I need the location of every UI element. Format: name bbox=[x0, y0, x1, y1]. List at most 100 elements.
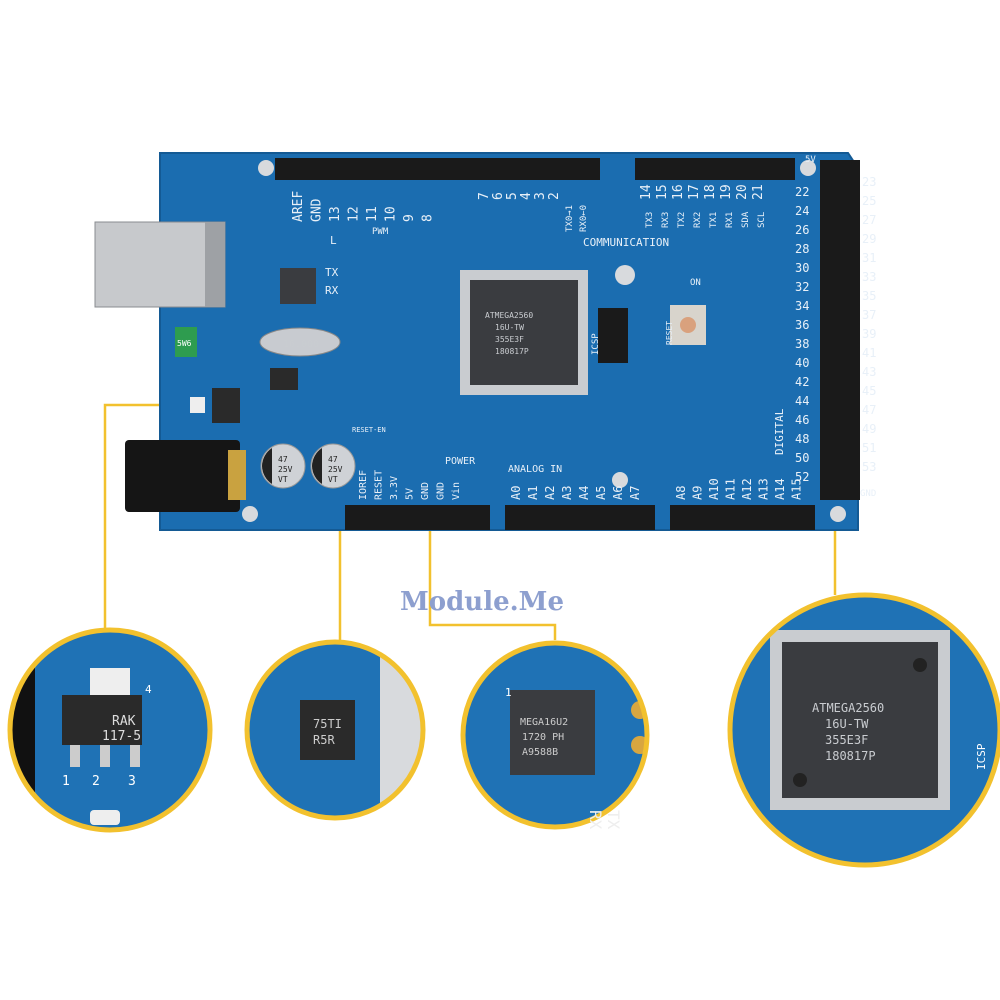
pin-label: 34 bbox=[795, 299, 809, 313]
callout-text: TX bbox=[604, 810, 623, 830]
pin-label: RX2 bbox=[693, 212, 703, 228]
pin-number: 3 bbox=[128, 774, 136, 789]
pin-label: 20 bbox=[735, 184, 750, 200]
callout-regulator: RAK 117-5 1 2 3 4 bbox=[7, 627, 213, 833]
pin-label: 10 bbox=[384, 206, 399, 222]
callout-text: ICSP bbox=[975, 743, 988, 770]
pin-label: 46 bbox=[795, 413, 809, 427]
pin-label: A12 bbox=[740, 478, 754, 500]
pin-label: 11 bbox=[365, 206, 380, 222]
pin-number: 1 bbox=[62, 774, 70, 789]
pin-label: 3.3V bbox=[389, 476, 400, 500]
callout-ldo: 75TI R5R bbox=[244, 639, 426, 821]
pin-label: RESET bbox=[374, 470, 385, 500]
pin-label: A9 bbox=[691, 486, 705, 500]
callout-text: 75TI bbox=[313, 717, 342, 731]
pin-label: 17 bbox=[687, 184, 702, 200]
callout-text: R5R bbox=[313, 733, 335, 747]
voltage-regulator bbox=[212, 388, 240, 423]
pin-label: Vin bbox=[451, 482, 462, 500]
pin-label: 33 bbox=[862, 270, 876, 284]
pin-label: A13 bbox=[757, 478, 771, 500]
pin-label: A3 bbox=[560, 486, 574, 500]
silkscreen-label: TX bbox=[325, 266, 339, 279]
pin-number: 2 bbox=[92, 774, 100, 789]
silkscreen-label: RESET bbox=[665, 321, 674, 345]
callout-main-chip: ATMEGA2560 16U-TW 355E3F 180817P ICSP bbox=[727, 592, 1000, 868]
pin-label: A14 bbox=[773, 478, 787, 500]
pin-label: 2 bbox=[547, 192, 562, 200]
pin-label: SDA bbox=[741, 211, 751, 228]
usb-chip bbox=[280, 268, 316, 304]
silkscreen-label: ICSP bbox=[591, 333, 601, 355]
pin-label: 9 bbox=[402, 214, 417, 222]
callout-text: 1720 PH bbox=[522, 732, 564, 743]
silkscreen-label: RX bbox=[325, 284, 339, 297]
callout-text: 16U-TW bbox=[825, 717, 869, 731]
chip-label: 355E3F bbox=[495, 335, 524, 344]
pin-label: 41 bbox=[862, 346, 876, 360]
pin-label: 30 bbox=[795, 261, 809, 275]
pin-label: RX0←0 bbox=[579, 205, 589, 232]
pin-label: 5V bbox=[805, 155, 816, 165]
pin-label: TX1 bbox=[709, 212, 719, 228]
pin-label: TX3 bbox=[645, 212, 655, 228]
pin-label: 3 bbox=[533, 192, 548, 200]
crystal-label: 16.000 bbox=[283, 339, 319, 350]
capacitor-label: VT bbox=[278, 475, 288, 484]
pin-label: A1 bbox=[526, 486, 540, 500]
pin-label: GND bbox=[420, 482, 431, 500]
pin-label: 50 bbox=[795, 451, 809, 465]
pin-label: TX2 bbox=[677, 212, 687, 228]
pin-label: AREF bbox=[291, 191, 306, 222]
pin-label: 6 bbox=[491, 192, 506, 200]
pin-label: A2 bbox=[543, 486, 557, 500]
pin-label: TX0→1 bbox=[565, 205, 575, 232]
pin-label: 37 bbox=[862, 308, 876, 322]
callout-text: A9588B bbox=[522, 747, 558, 758]
silkscreen-label: COMMUNICATION bbox=[583, 236, 669, 249]
pin-label: 45 bbox=[862, 384, 876, 398]
callout-text: ATMEGA2560 bbox=[812, 701, 884, 715]
pin-label: 15 bbox=[655, 184, 670, 200]
pin-label: GND bbox=[310, 198, 325, 222]
pin-label: 5V bbox=[405, 488, 416, 500]
pin-label: 24 bbox=[795, 204, 809, 218]
pin-label: A0 bbox=[509, 486, 523, 500]
pin-label: SCL bbox=[757, 212, 767, 228]
callout-text: RAK bbox=[112, 714, 136, 729]
pin-label: A8 bbox=[674, 486, 688, 500]
silkscreen-label: ON bbox=[690, 278, 701, 288]
pin-label: 18 bbox=[703, 184, 718, 200]
pin-label: 29 bbox=[862, 232, 876, 246]
pin-label: 36 bbox=[795, 318, 809, 332]
pin-label: 39 bbox=[862, 327, 876, 341]
pin-label: 21 bbox=[751, 184, 766, 200]
pin-label: 14 bbox=[639, 184, 654, 200]
power-jack bbox=[125, 440, 240, 512]
pin-label: GND bbox=[860, 489, 876, 499]
pin-label: 51 bbox=[862, 441, 876, 455]
pin-label: A15 bbox=[790, 478, 804, 500]
callout-text: RX bbox=[586, 810, 605, 830]
pin-number: 1 bbox=[505, 686, 512, 699]
pin-label: 25 bbox=[862, 194, 876, 208]
pin-label: 49 bbox=[862, 422, 876, 436]
pin-label: A11 bbox=[724, 478, 738, 500]
silkscreen-label: POWER bbox=[445, 456, 476, 467]
fuse bbox=[175, 327, 197, 357]
pin-label: A7 bbox=[628, 486, 642, 500]
pin-label: 5 bbox=[505, 192, 520, 200]
icsp-header bbox=[598, 308, 628, 363]
capacitor-label: VT bbox=[328, 475, 338, 484]
callout-text: 117-5 bbox=[102, 729, 141, 744]
pin-label: RX3 bbox=[661, 212, 671, 228]
capacitor-label: 47 bbox=[278, 455, 288, 464]
pin-label: 13 bbox=[328, 206, 343, 222]
silkscreen-label: L bbox=[330, 234, 337, 247]
pin-label: 19 bbox=[719, 184, 734, 200]
pin-label: 31 bbox=[862, 251, 876, 265]
chip-label: ATMEGA2560 bbox=[485, 311, 533, 320]
